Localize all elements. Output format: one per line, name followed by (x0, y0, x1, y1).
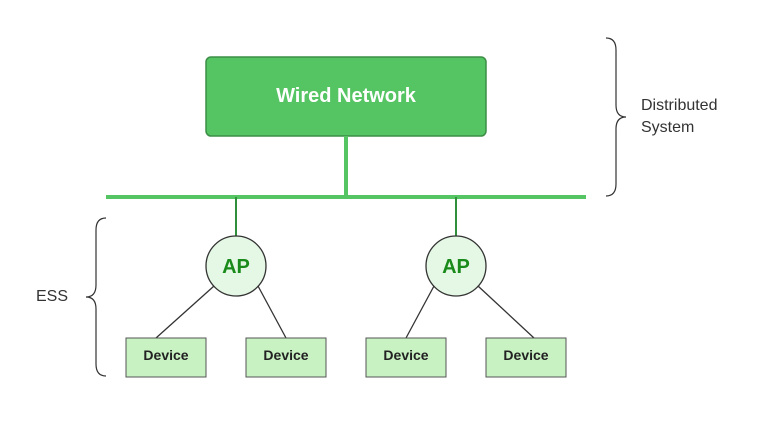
device-2-box (245, 337, 327, 378)
device-4-label: Device (503, 347, 548, 363)
ap-2-device-2-link (477, 285, 535, 339)
access-point-1 (205, 235, 267, 297)
device-1-box (125, 337, 207, 378)
device-4-box (485, 337, 567, 378)
ap-1-device-2-link (257, 285, 287, 339)
access-point-2 (425, 235, 487, 297)
device-3-box (365, 337, 447, 378)
ess-label: ESS (36, 288, 68, 305)
ap-1-device-1-link (155, 285, 215, 339)
distributed-system-label-line1: Distributed (641, 97, 717, 114)
device-3-label: Device (383, 347, 428, 363)
access-point-2-label: AP (442, 256, 470, 278)
wired-network-label: Wired Network (276, 85, 417, 107)
distributed-system-brace (605, 37, 627, 197)
device-2-label: Device (263, 347, 308, 363)
ess-brace (85, 217, 107, 377)
ap-2-device-1-link (405, 285, 435, 339)
access-point-1-label: AP (222, 256, 250, 278)
device-1-label: Device (143, 347, 188, 363)
distributed-system-label-line2: System (641, 119, 694, 136)
